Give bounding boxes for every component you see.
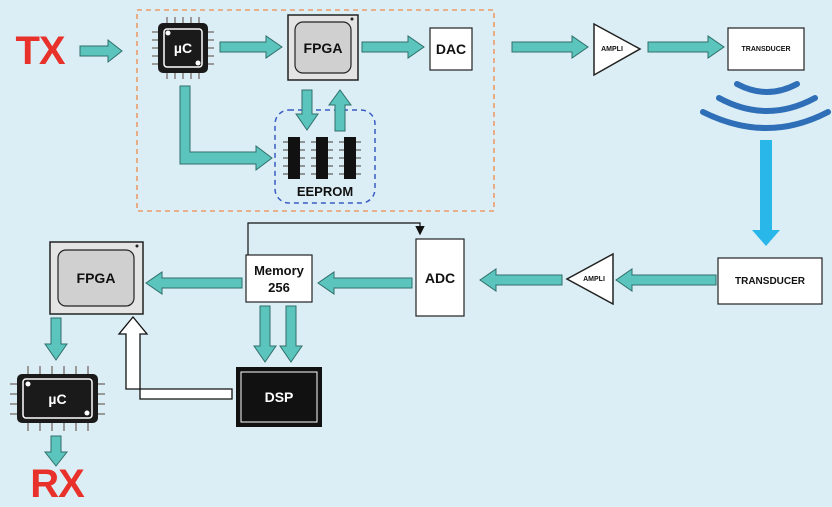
eeprom-group-boundary <box>274 109 376 204</box>
arrow-tx-to-uc <box>79 38 123 64</box>
memory-to-adc-link <box>247 222 425 255</box>
arrow-uc-to-rx <box>43 435 69 467</box>
dac-label: DAC <box>435 41 467 57</box>
fpga-label-rx: FPGA <box>76 270 116 286</box>
transducer-rx-label: TRANSDUCER <box>735 275 805 287</box>
ampli-rx-label: AMPLI <box>583 275 605 283</box>
dsp-label: DSP <box>264 389 294 405</box>
transducer-tx-box <box>727 27 805 71</box>
eeprom-label: EEPROM <box>296 183 354 199</box>
fpga-label-tx: FPGA <box>303 39 343 56</box>
memory-box <box>245 254 313 303</box>
arrow-fpga-to-uc <box>44 317 68 361</box>
arrow-eeprom-to-fpga <box>328 89 352 132</box>
ampli-tx-label: AMPLI <box>601 45 623 53</box>
arrow-dsp-to-fpga <box>117 315 233 400</box>
arrow-fpga-to-eeprom <box>295 89 319 131</box>
amplifier-tx <box>593 22 642 77</box>
uc-label-tx: µC <box>173 40 193 56</box>
dac-box <box>429 27 473 71</box>
transducer-rx-box <box>717 257 823 305</box>
ultrasound-waves-icon <box>700 81 831 131</box>
microcontroller-chip-rx <box>10 366 105 431</box>
dsp-block <box>236 367 322 427</box>
arrow-memory-to-dsp-2 <box>279 305 303 363</box>
transducer-tx-label: TRANSDUCER <box>741 45 791 53</box>
uc-label-rx: µC <box>48 390 67 407</box>
rx-label: RX <box>30 461 85 506</box>
amplifier-rx <box>565 252 614 306</box>
arrow-uc-to-eeprom <box>179 85 273 171</box>
adc-box <box>415 238 465 317</box>
memory-label: Memory 256 <box>254 262 304 295</box>
microcontroller-chip-tx <box>152 17 214 79</box>
arrow-transducer-down <box>752 140 780 246</box>
fpga-chip-rx <box>49 241 144 315</box>
adc-label: ADC <box>424 269 456 286</box>
fpga-chip-tx <box>287 14 359 81</box>
eeprom-chips-icon <box>283 137 361 179</box>
tx-label: TX <box>15 28 65 73</box>
arrow-memory-to-dsp-1 <box>253 305 277 363</box>
